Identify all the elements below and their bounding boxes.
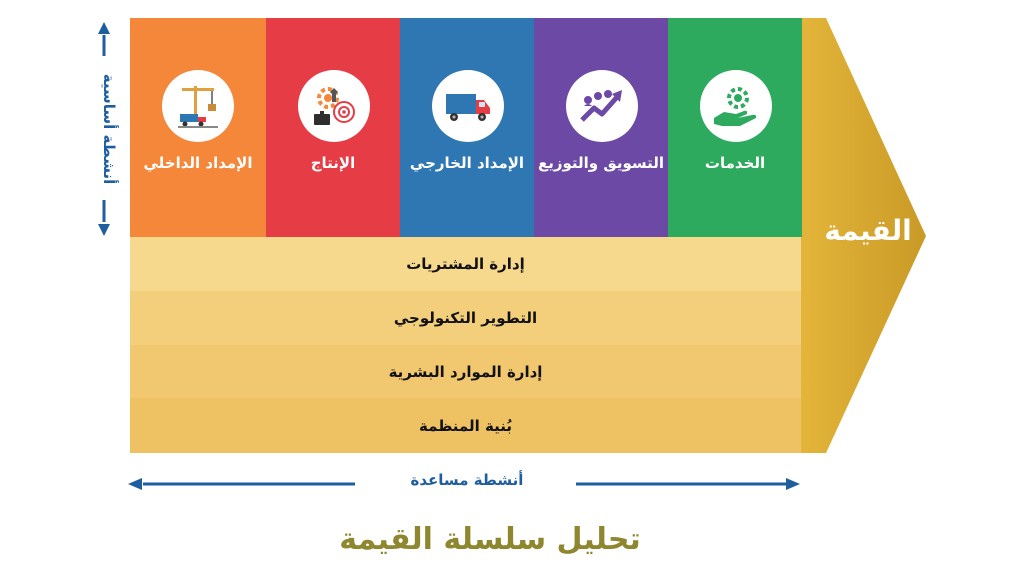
- primary-activity-label: الإمداد الخارجي: [409, 154, 525, 172]
- primary-activity-label: التسويق والتوزيع: [537, 154, 665, 172]
- support-activity-label: بُنية المنظمة: [419, 416, 512, 435]
- support-activity-procurement: إدارة المشتريات: [130, 237, 801, 291]
- value-label: القيمة: [824, 214, 912, 247]
- primary-activity-marketing: التسويق والتوزيع: [534, 18, 668, 237]
- support-activity-label: التطوير التكنولوجي: [393, 309, 538, 327]
- primary-activity-label: الإمداد الداخلي: [143, 154, 253, 172]
- support-activity-label: إدارة المشتريات: [406, 255, 525, 273]
- value-arrow: [801, 18, 926, 453]
- support-activity-hr: إدارة الموارد البشرية: [130, 345, 801, 398]
- support-activity-label: إدارة الموارد البشرية: [388, 362, 543, 381]
- primary-activity-service: الخدمات: [668, 18, 802, 237]
- support-activity-technology: التطوير التكنولوجي: [130, 291, 801, 345]
- hand-gear-icon: [700, 70, 772, 142]
- primary-activity-inbound: الإمداد الداخلي: [130, 18, 266, 237]
- growth-arrow-icon: [566, 70, 638, 142]
- primary-activity-label: الخدمات: [704, 154, 766, 172]
- primary-axis-arrow: [98, 22, 110, 236]
- truck-icon: [432, 70, 504, 142]
- diagram-title: تحليل سلسلة القيمة: [339, 522, 641, 557]
- gear-target-icon: [298, 70, 370, 142]
- support-axis-label: أنشطة مساعدة: [410, 471, 524, 489]
- primary-activity-outbound: الإمداد الخارجي: [400, 18, 534, 237]
- support-activity-infrastructure: بُنية المنظمة: [130, 398, 801, 453]
- crane-icon: [162, 70, 234, 142]
- support-axis-arrow: [128, 478, 800, 490]
- primary-activity-label: الإنتاج: [310, 154, 356, 172]
- primary-activity-operations: الإنتاج: [266, 18, 400, 237]
- primary-axis-label: أنشطة أساسية: [100, 73, 118, 185]
